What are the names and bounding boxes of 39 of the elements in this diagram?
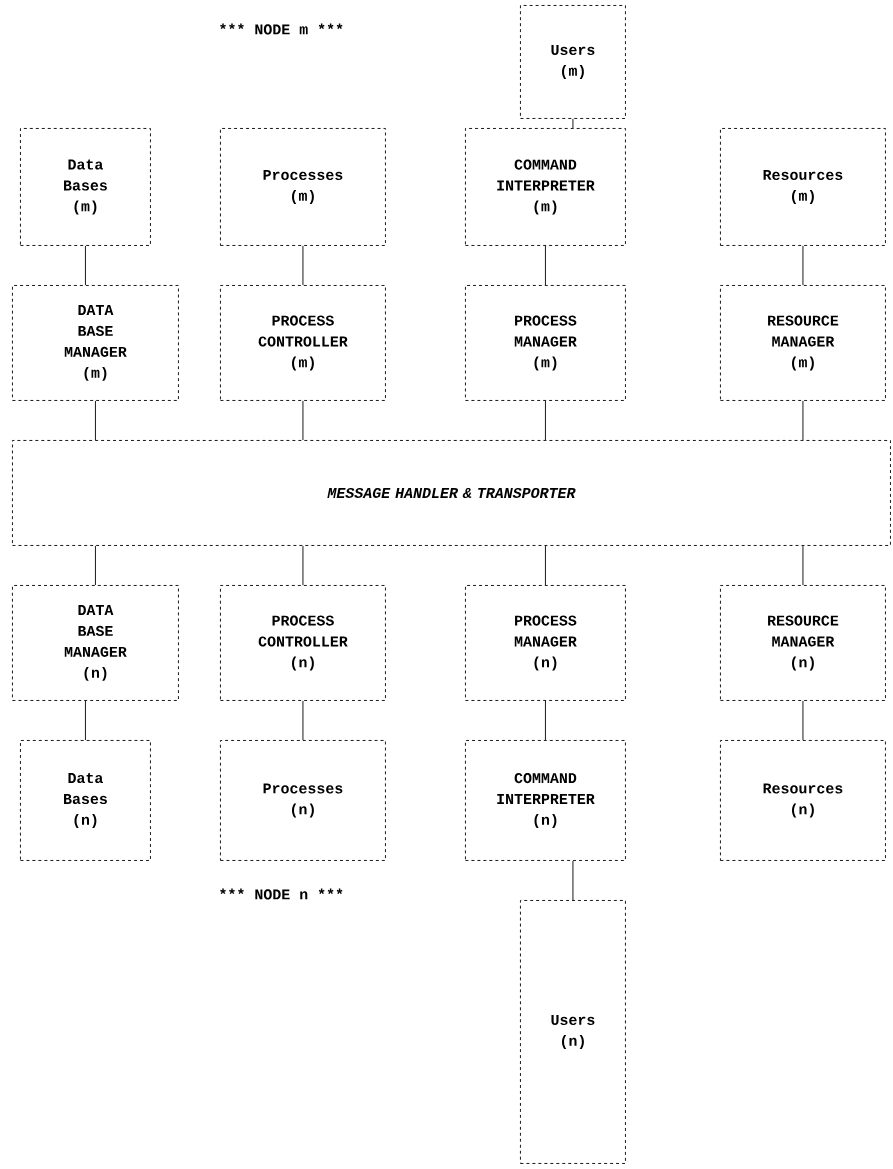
bus-box: MESSAGE HANDLER & TRANSPORTER	[12, 440, 891, 546]
module-box: PROCESS CONTROLLER (n)	[220, 585, 386, 701]
connector-line	[302, 545, 304, 586]
connector-line	[572, 118, 574, 129]
module-box: RESOURCE MANAGER (m)	[720, 285, 886, 401]
connector-line	[802, 245, 804, 286]
connector-line	[545, 400, 546, 441]
connector-line	[802, 400, 804, 441]
module-box: PROCESS MANAGER (m)	[465, 285, 626, 401]
connector-line	[95, 545, 96, 586]
node-heading: *** NODE n ***	[220, 888, 343, 900]
connector-line	[302, 400, 304, 441]
connector-line	[802, 700, 804, 741]
connector-line	[302, 245, 304, 286]
module-box: COMMAND INTERPRETER (n)	[465, 740, 626, 861]
module-box: Users (m)	[520, 5, 626, 119]
connector-line	[302, 700, 304, 741]
module-box: Data Bases (m)	[20, 128, 151, 246]
connector-line	[95, 400, 96, 441]
module-box: Processes (m)	[220, 128, 386, 246]
module-box: Users (n)	[520, 900, 626, 1164]
connector-line	[545, 700, 546, 741]
node-heading: *** NODE m ***	[220, 23, 343, 35]
module-box: PROCESS MANAGER (n)	[465, 585, 626, 701]
module-box: Resources (m)	[720, 128, 886, 246]
module-box: DATA BASE MANAGER (m)	[12, 285, 179, 401]
connector-line	[545, 245, 546, 286]
module-box: Resources (n)	[720, 740, 886, 861]
module-box: Data Bases (n)	[20, 740, 151, 861]
module-box: PROCESS CONTROLLER (m)	[220, 285, 386, 401]
module-box: DATA BASE MANAGER (n)	[12, 585, 179, 701]
connector-line	[545, 545, 546, 586]
module-box: COMMAND INTERPRETER (m)	[465, 128, 626, 246]
module-box: RESOURCE MANAGER (n)	[720, 585, 886, 701]
module-box: Processes (n)	[220, 740, 386, 861]
connector-line	[85, 700, 86, 741]
connector-line	[85, 245, 86, 286]
connector-line	[802, 545, 804, 586]
connector-line	[572, 860, 574, 901]
